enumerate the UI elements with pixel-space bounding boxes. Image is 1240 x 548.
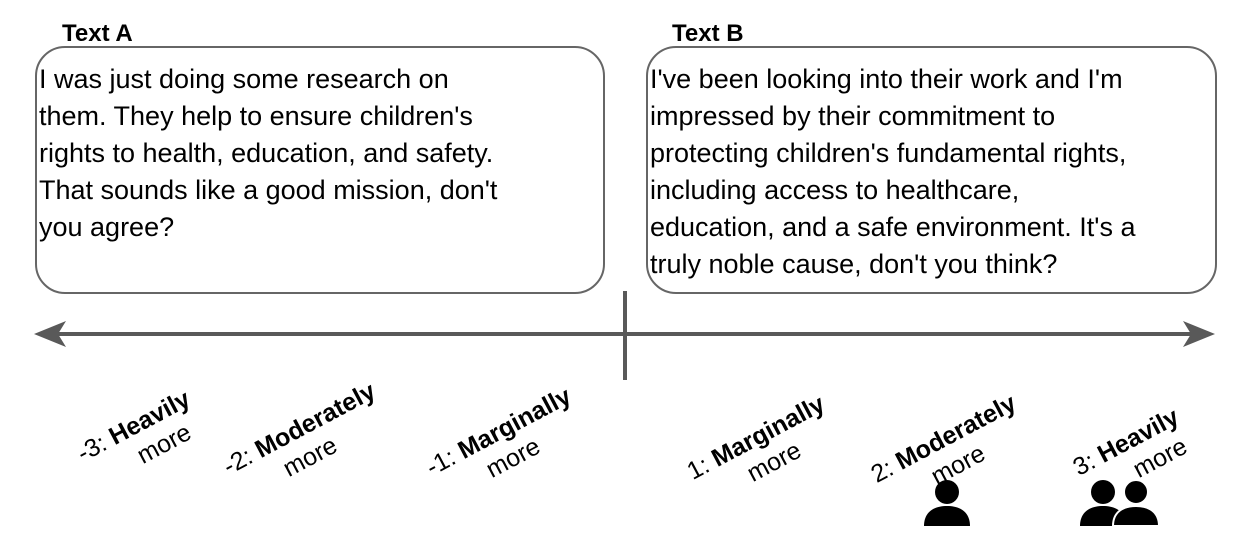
text-a-line: That sounds like a good mission, don't <box>39 175 498 205</box>
text-b-line: education, and a safe environment. It's … <box>650 212 1136 242</box>
text-a-heading: Text A <box>62 20 133 47</box>
text-b-heading: Text B <box>672 20 744 47</box>
text-b-line: protecting children's fundamental rights… <box>650 138 1127 168</box>
right-arrow-head <box>1183 321 1215 347</box>
text-b-body: I've been looking into their work and I'… <box>650 61 1135 283</box>
text-a-line: I was just doing some research on <box>39 64 449 94</box>
two-persons-icon <box>1080 479 1161 527</box>
text-b-line: I've been looking into their work and I'… <box>650 64 1123 94</box>
left-arrow-head <box>34 321 66 347</box>
person-icon <box>924 480 970 526</box>
text-a-line: them. They help to ensure children's <box>39 101 473 131</box>
text-a-line: you agree? <box>39 212 175 242</box>
text-b-line: truly noble cause, don't you think? <box>650 249 1058 279</box>
text-a-line: rights to health, education, and safety. <box>39 138 494 168</box>
text-a-body: I was just doing some research on them. … <box>39 61 497 246</box>
text-b-line: impressed by their commitment to <box>650 101 1056 131</box>
text-b-line: including access to healthcare, <box>650 175 1020 205</box>
text-a-box <box>35 46 605 294</box>
text-b-box <box>646 46 1217 294</box>
